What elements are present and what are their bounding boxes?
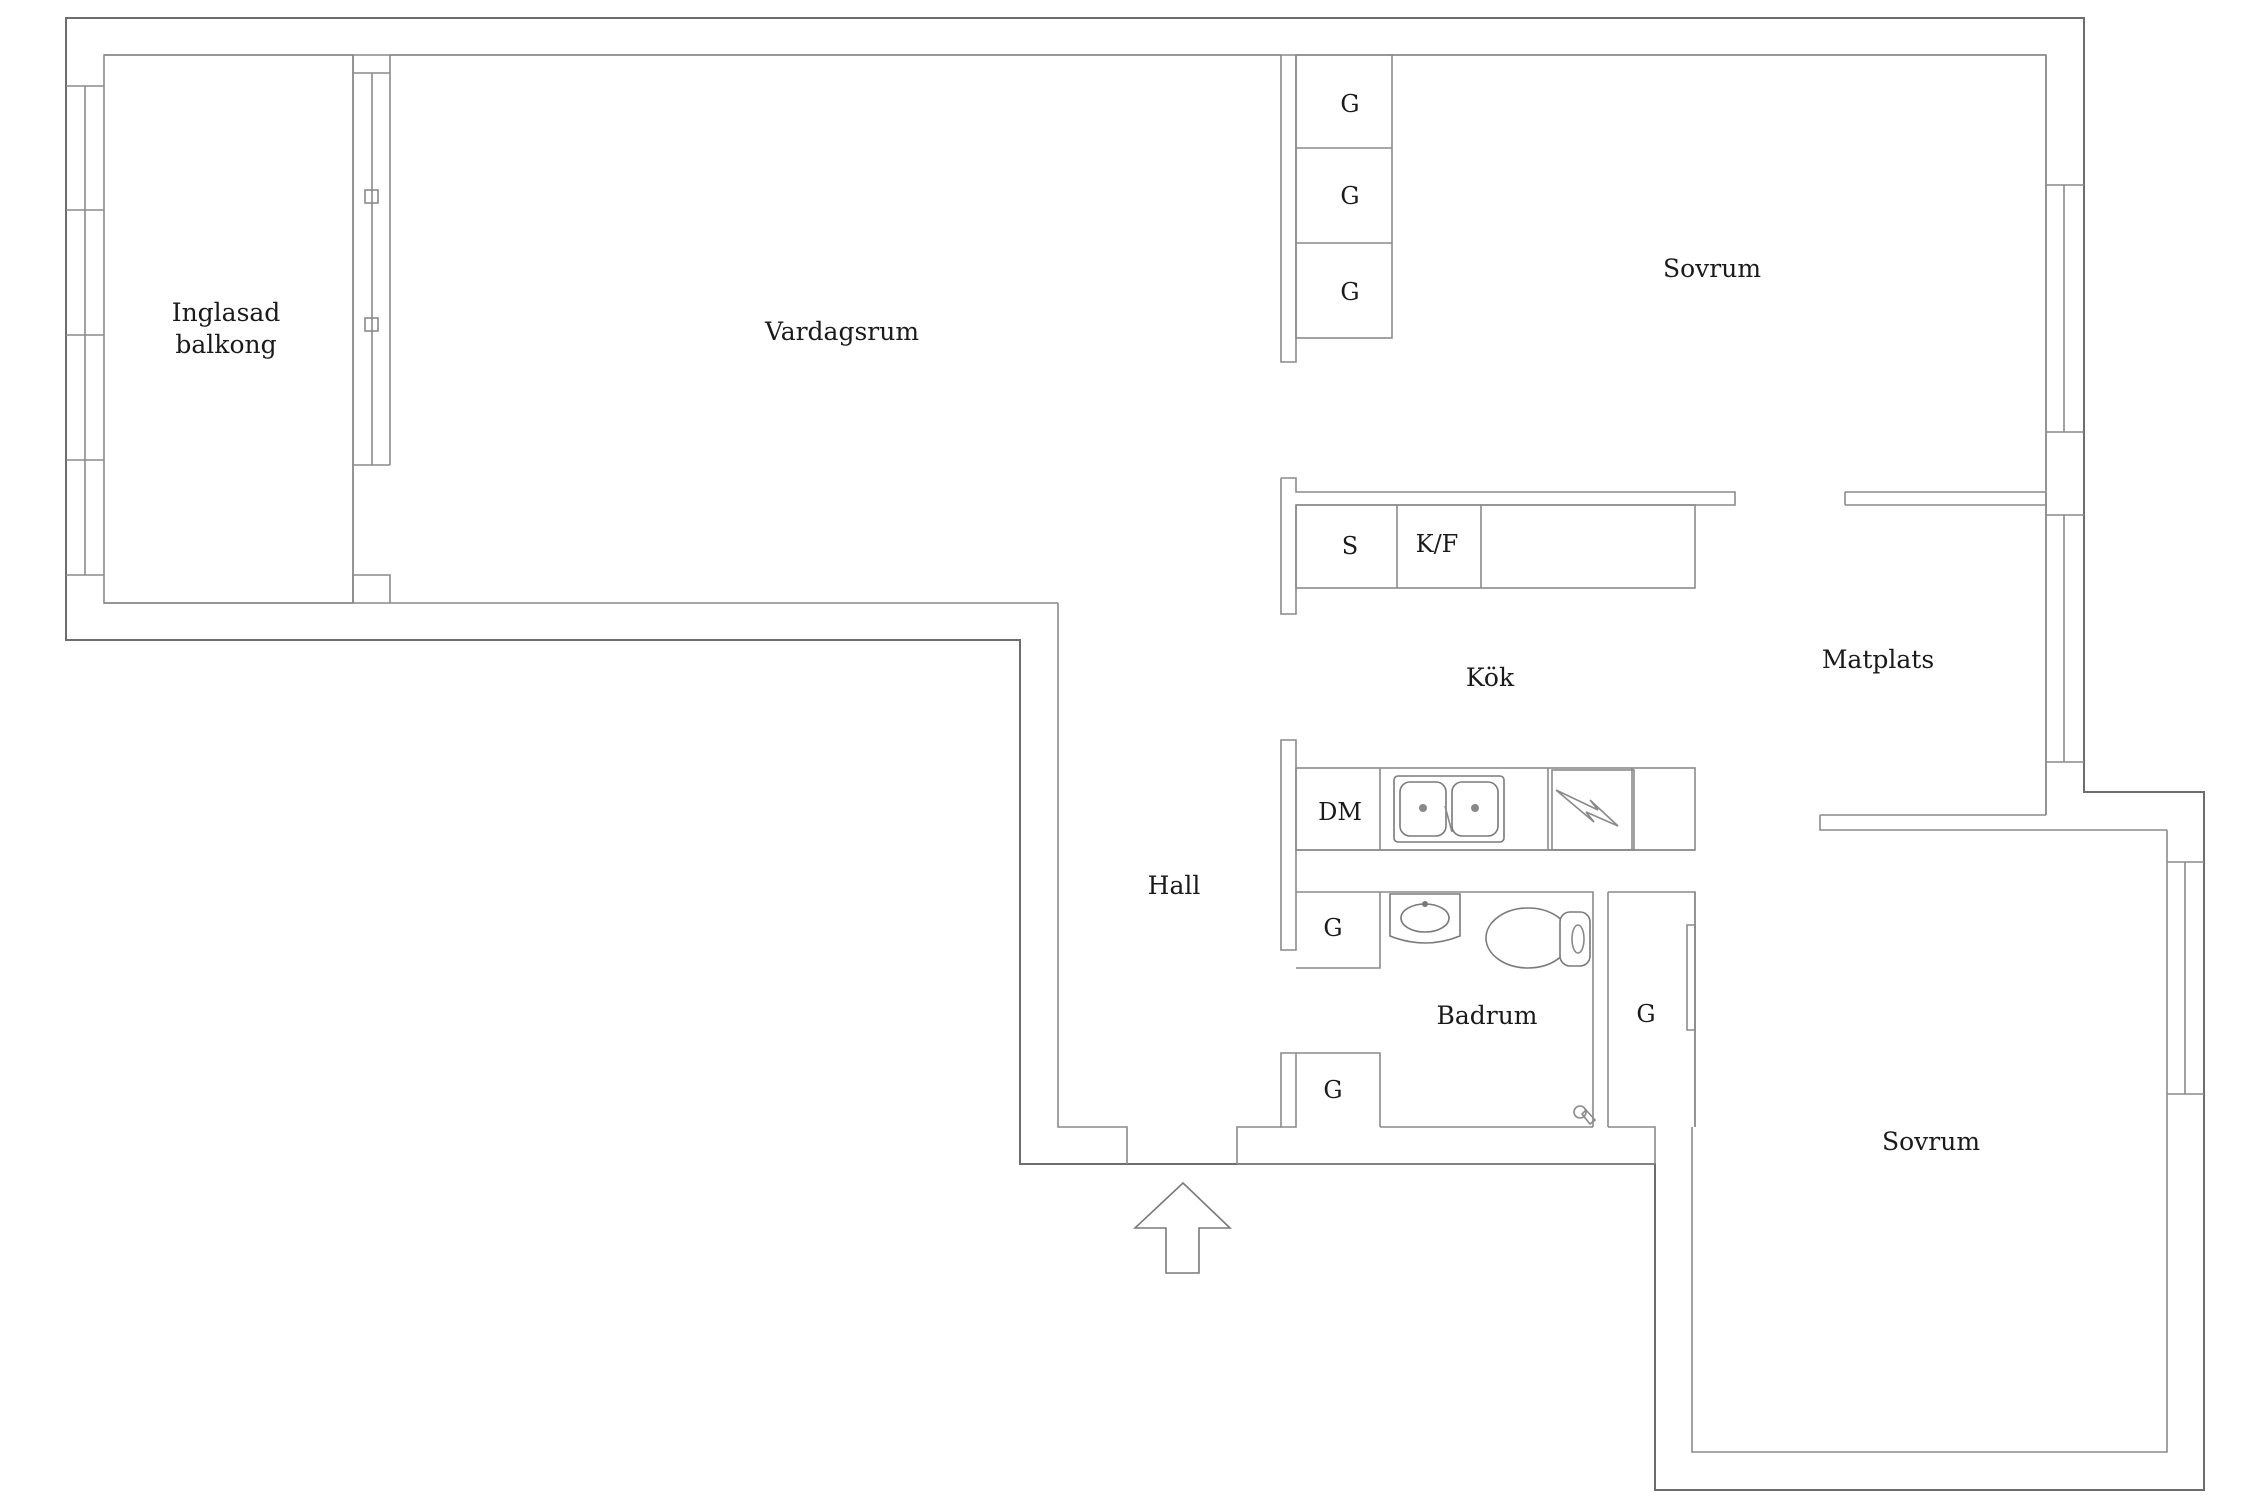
dining-bedroom-wall (1819, 814, 2167, 831)
outer-wall-inner (104, 54, 2168, 1453)
balcony-windows (66, 85, 104, 576)
wardrobe-label-2: G (1340, 182, 1359, 210)
balcony-outline (103, 54, 354, 604)
bathroom-shower-head (1573, 1105, 1597, 1126)
room-label-balcony-2: balkong (175, 330, 276, 359)
room-label-hall: Hall (1148, 871, 1201, 900)
wardrobe-label-4: G (1323, 914, 1342, 942)
outer-wall (65, 17, 2205, 1491)
bedroom-top-window (2045, 55, 2084, 490)
wardrobe-label-1: G (1340, 90, 1359, 118)
bedroom-kitchen-wall (1281, 477, 2047, 506)
room-label-kitchen: Kök (1466, 663, 1515, 692)
hall-walls (1057, 603, 1656, 1165)
wardrobe-label-3: G (1340, 278, 1359, 306)
kitchen-lower-counter (1280, 739, 1696, 951)
bedroom-bottom-window (2167, 861, 2204, 1095)
living-room-partition (1280, 55, 1297, 363)
balcony-door-wall (352, 55, 391, 603)
wardrobe-stack-top (1295, 54, 2046, 339)
kitchen-upper-counter (1280, 478, 1696, 615)
stove-label: S (1342, 532, 1358, 560)
kitchen-sink (1393, 775, 1505, 843)
dishwasher-label: DM (1318, 798, 1362, 826)
entrance-arrow-icon (1132, 1181, 1232, 1274)
bathroom-washbasin (1389, 893, 1461, 944)
room-label-bedroom-top: Sovrum (1663, 254, 1761, 283)
bathroom-toilet (1485, 907, 1591, 969)
room-label-living-room: Vardagsrum (764, 317, 919, 346)
room-label-dining: Matplats (1822, 645, 1934, 674)
fridge-freezer-label: K/F (1416, 530, 1459, 558)
room-label-balcony-1: Inglasad (172, 298, 281, 327)
wardrobe-label-6: G (1323, 1076, 1342, 1104)
bathroom-walls (1280, 849, 1696, 1128)
kitchen-hob (1551, 769, 1635, 851)
room-label-bedroom-bottom: Sovrum (1882, 1127, 1980, 1156)
dining-window (2045, 505, 2084, 815)
room-label-bathroom: Badrum (1436, 1001, 1537, 1030)
wardrobe-label-5: G (1636, 1000, 1655, 1028)
